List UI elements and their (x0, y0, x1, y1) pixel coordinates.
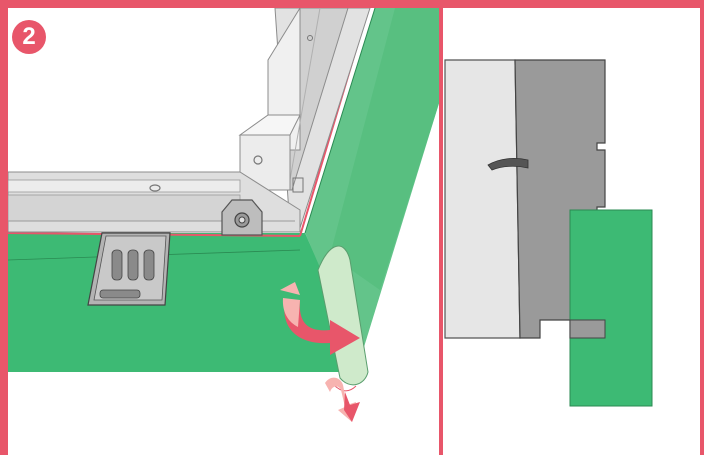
sealant-bead (487, 158, 529, 171)
wall-panel (444, 59, 521, 339)
cross-section-view (444, 59, 653, 407)
pull-arrow-icon (325, 377, 360, 422)
corner-detail-view (7, 6, 440, 422)
fold-arrow-icon (280, 282, 360, 355)
step-number: 2 (22, 23, 36, 50)
mounting-clip (87, 232, 171, 306)
green-seal (569, 209, 653, 407)
step-badge-icon (12, 20, 46, 54)
peeled-tape (317, 245, 369, 386)
corner-bracket (221, 199, 263, 236)
